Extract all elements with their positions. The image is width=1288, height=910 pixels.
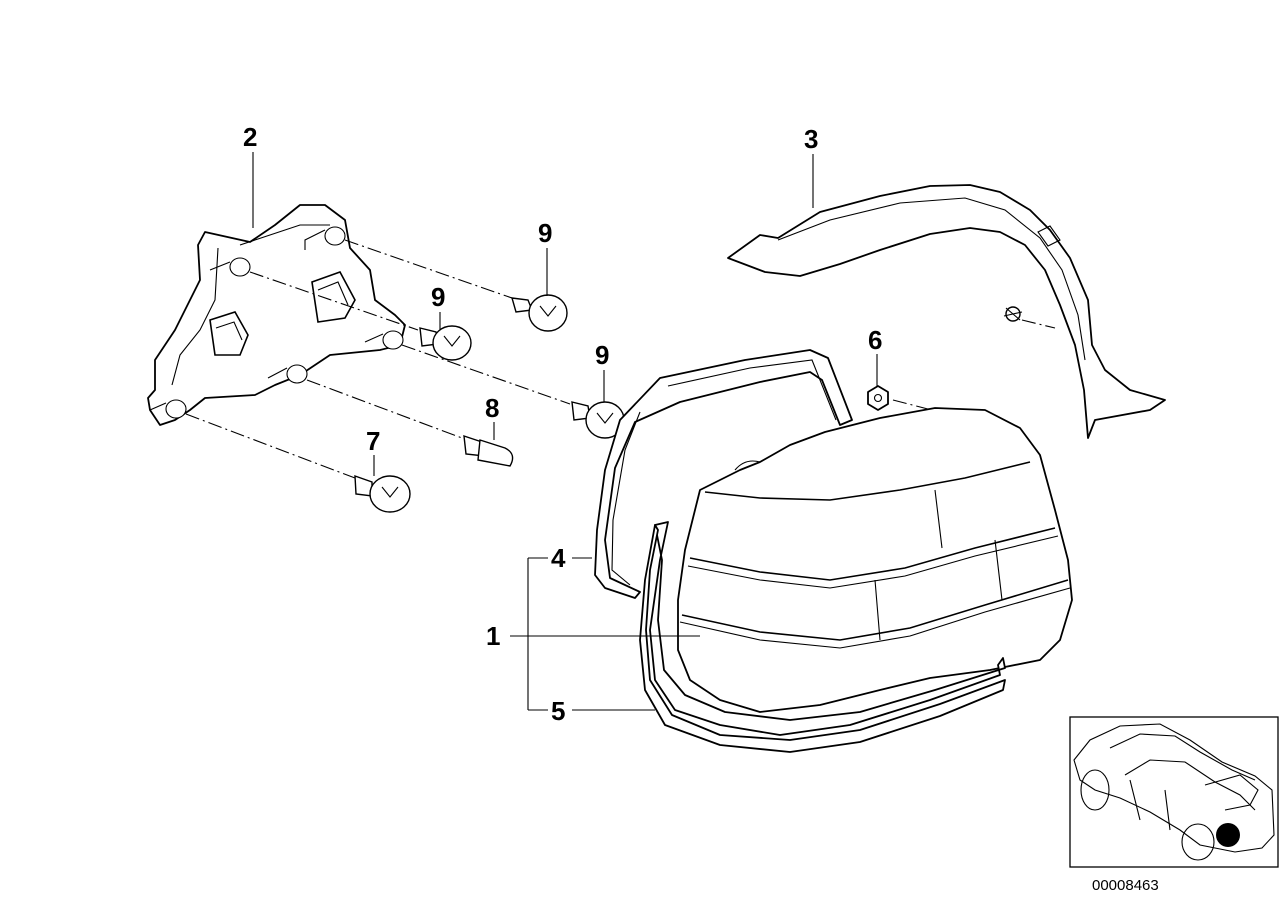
callout-8: 8 xyxy=(485,393,499,423)
inset-frame xyxy=(1069,716,1279,868)
callout-1: 1 xyxy=(486,621,500,651)
gasket-frame[interactable] xyxy=(594,349,853,599)
rear-trim-panel[interactable] xyxy=(727,184,1166,439)
callout-5: 5 xyxy=(551,696,565,726)
hex-nut[interactable] xyxy=(867,385,889,411)
clip-fastener[interactable] xyxy=(1003,306,1023,322)
callout-2: 2 xyxy=(243,122,257,152)
tail-light-housing[interactable] xyxy=(677,407,1073,713)
callout-9-top: 9 xyxy=(538,218,552,248)
callout-leaders xyxy=(252,152,878,711)
bulb-carrier-plate[interactable] xyxy=(147,204,406,426)
bulb-9-middle[interactable] xyxy=(419,325,472,361)
location-marker xyxy=(1216,823,1240,847)
callout-6: 6 xyxy=(868,325,882,355)
vehicle-location-inset[interactable] xyxy=(1069,716,1279,868)
callout-3: 3 xyxy=(804,124,818,154)
callout-7: 7 xyxy=(366,426,380,456)
bulb-9-top[interactable] xyxy=(511,294,568,332)
lower-seal[interactable] xyxy=(639,521,1006,753)
bulb-7[interactable] xyxy=(354,474,411,513)
diagram-id: 00008463 xyxy=(1092,877,1159,894)
bulb-8[interactable] xyxy=(463,434,514,467)
callout-numbers: 2 3 9 9 9 6 8 7 4 1 5 xyxy=(243,122,882,726)
callout-4: 4 xyxy=(551,543,566,573)
callout-9-middle: 9 xyxy=(431,282,445,312)
car-outline-icon xyxy=(1073,723,1275,861)
callout-9-lower: 9 xyxy=(595,340,609,370)
